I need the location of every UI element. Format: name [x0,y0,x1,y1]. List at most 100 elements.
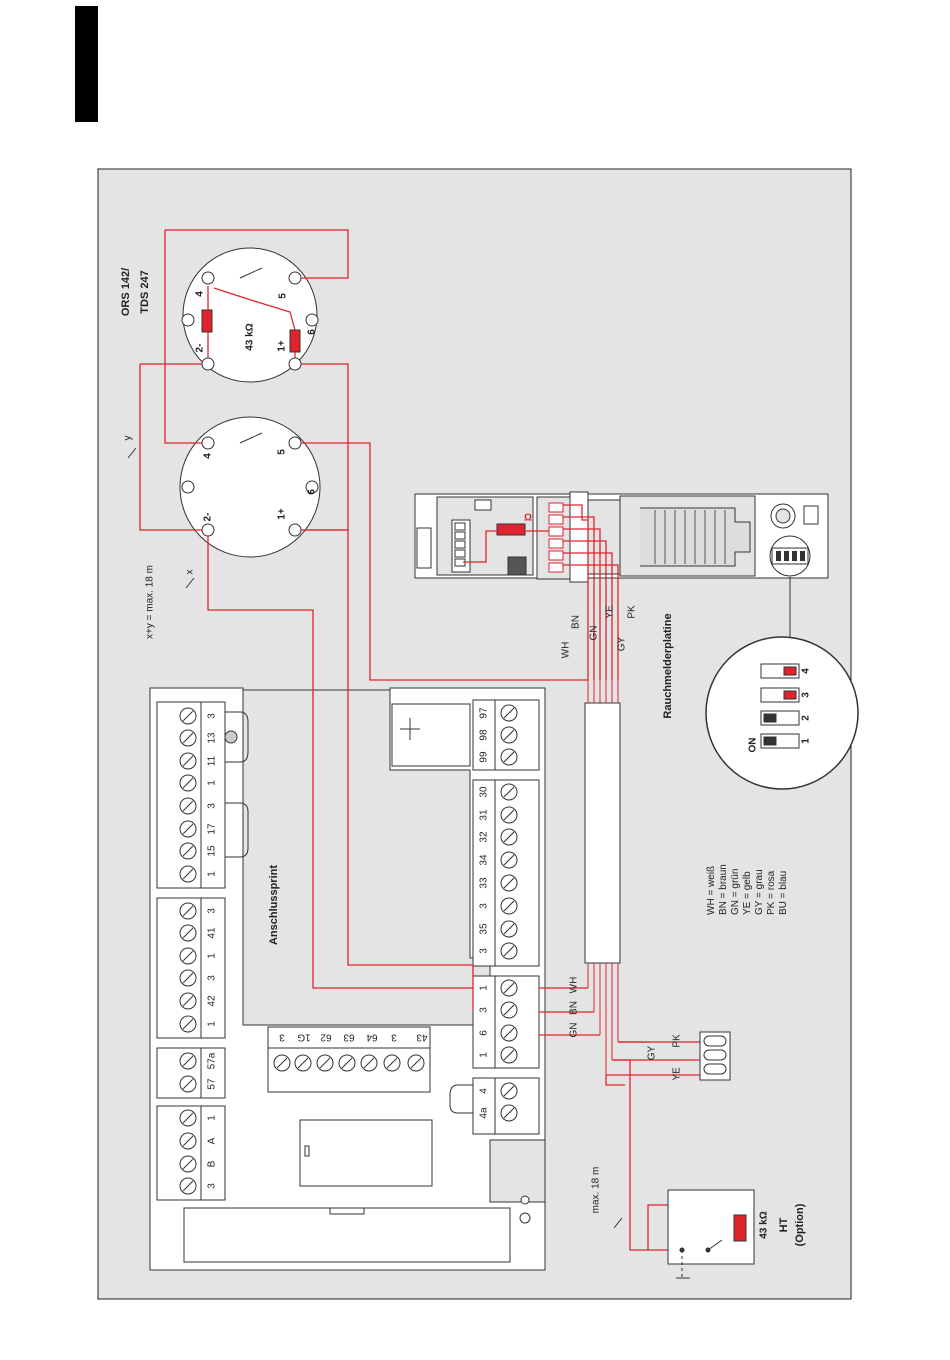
block-a-label-4: 3 [207,803,218,809]
red-wiring [139,229,741,1251]
wire-ye: YE [605,605,616,619]
bracket-a [224,711,249,858]
dip-label-1: 1 [801,738,812,744]
smoke-board [414,491,829,583]
label-x: x [185,570,196,575]
block-b-label-4: 42 [207,995,218,1007]
connector-gy: GY [647,1045,658,1060]
block-a-label-5: 17 [207,823,218,835]
block-a-label-7: 1 [207,871,218,877]
terminal-block-c [156,1047,226,1099]
section-tab [75,6,98,122]
block-g-label-1: 31 [479,809,490,821]
legend-item-5: PK = rosa [766,870,777,915]
term-lower-6: 6 [307,489,318,495]
ht-box [667,1189,755,1279]
block-f-label-1: 98 [479,729,490,741]
block-h-wire-wh: WH [569,977,580,994]
block-c-label-0: 57a [207,1052,218,1069]
block-f-label-2: 99 [479,751,490,763]
block-e-label-1: 3 [391,1031,397,1042]
detector-lower [179,416,321,558]
legend-item-4: GY = grau [754,869,765,915]
block-g-label-0: 30 [479,786,490,798]
terminal-block-g [472,779,540,967]
terminal-block-h [472,975,540,1069]
terminal-block-b [156,897,226,1039]
ht-resistor-value: 43 kΩ [759,1211,770,1238]
chip-box [299,1119,433,1187]
wire-gn: GN [589,626,600,641]
relay-box [391,703,471,767]
terminal-block-i [449,1077,540,1135]
block-d-label-3: 3 [207,1183,218,1189]
wire-gy: GY [617,636,628,651]
block-g-label-7: 3 [479,948,490,954]
label-y: y [123,436,134,441]
anschluss-title: Anschlussprint [268,865,280,945]
cable-trunk [584,702,621,964]
block-e-label-5: 1G [297,1031,311,1042]
term-upper-1: 1+ [277,340,288,352]
block-b-label-0: 3 [207,908,218,914]
label-max-ht: max. 18 m [591,1167,602,1214]
block-e-label-2: 64 [366,1031,378,1042]
label-xy-note: x+y = max. 18 m [145,565,156,639]
block-b-label-3: 3 [207,975,218,981]
dimension-ticks [127,447,623,1229]
block-e-label-0: 43 [416,1031,428,1042]
block-c-label-1: 57 [207,1078,218,1090]
term-upper-2: 2- [195,344,206,353]
block-g-label-4: 33 [479,877,490,889]
wire-pk: PK [627,605,638,619]
terminal-block-a [156,701,226,889]
block-h-label-0: 1 [479,985,490,991]
block-d-label-2: B [207,1160,218,1167]
detector-model-line2: TDS 247 [139,270,151,313]
bottom-slot [183,1195,531,1263]
block-h-label-2: 6 [479,1030,490,1036]
board-resistor-symbol: Ω [524,513,532,524]
block-a-label-1: 13 [207,732,218,744]
term-upper-5: 5 [278,293,289,299]
block-g-label-5: 3 [479,903,490,909]
anschluss-inner-gray [242,689,546,1203]
detector-upper [181,247,319,383]
block-f-label-0: 97 [479,707,490,719]
term-upper-4: 4 [195,291,206,297]
connector-ye: YE [672,1067,683,1081]
block-a-label-6: 15 [207,845,218,857]
dip-label-4: 4 [801,668,812,674]
block-e-label-6: 3 [279,1031,285,1042]
ht-subtitle: (Option) [794,1203,806,1246]
block-a-label-2: 11 [207,755,218,766]
legend-item-1: BN = braun [718,864,729,915]
block-g-label-2: 32 [479,831,490,843]
detector-model-line1: ORS 142/ [120,268,132,316]
block-h-wire-gn: GN [569,1023,580,1038]
block-h-label-3: 1 [479,1052,490,1058]
legend-item-2: GN = grün [730,869,741,915]
term-lower-1: 1+ [277,508,288,520]
term-upper-6: 6 [307,329,318,335]
block-a-label-3: 1 [207,780,218,786]
cable-wires [587,680,619,1075]
term-lower-5: 5 [277,449,288,455]
block-d-label-0: 1 [207,1115,218,1121]
block-i-label-1: 4a [479,1107,490,1119]
legend-item-0: WH = weiß [706,866,717,915]
block-e-label-3: 63 [343,1031,355,1042]
connector-pk: PK [672,1034,683,1048]
ht-title: HT [778,1217,790,1232]
terminal-block-d [156,1105,226,1201]
legend-item-6: BU = blau [778,871,789,915]
dip-switches [760,663,800,749]
dip-on-label: ON [748,738,759,753]
wire-wh: WH [561,642,572,659]
upper-resistor-value: 43 kΩ [245,323,256,350]
terminal-block-e [267,1026,431,1093]
terminal-block-f [472,699,540,771]
dip-label-3: 3 [801,692,812,698]
board-title: Rauchmelderplatine [662,613,674,718]
